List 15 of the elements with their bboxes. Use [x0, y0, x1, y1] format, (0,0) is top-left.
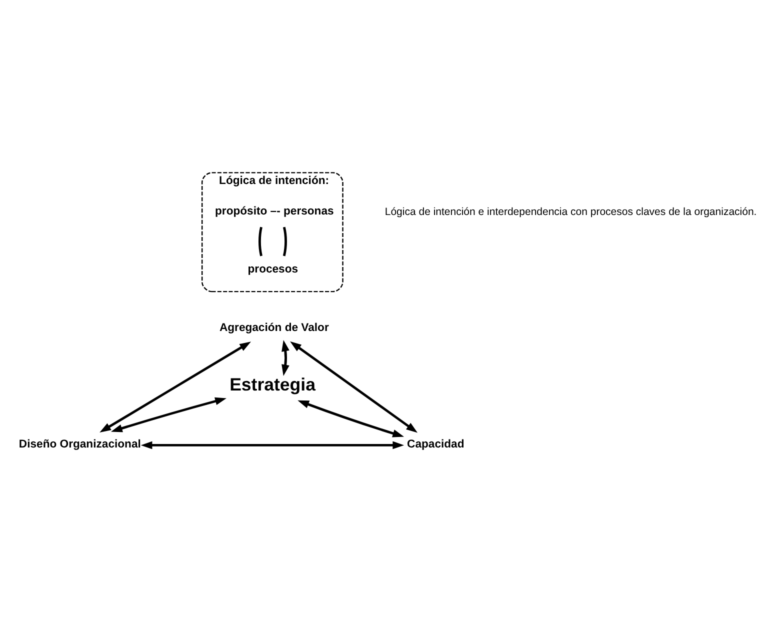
- node-text: Diseño Organizacional: [18, 438, 141, 450]
- node-text: propósito –- personas: [215, 205, 334, 218]
- node-text: Capacidad: [407, 438, 464, 450]
- arrow: [290, 340, 418, 432]
- connector: [258, 226, 262, 256]
- arrow: [110, 396, 226, 432]
- node-text: Agregación de Valor: [219, 321, 329, 334]
- node-text: procesos: [248, 263, 298, 276]
- arrow: [140, 440, 404, 449]
- node-text: Estrategia: [230, 374, 316, 394]
- arrow: [100, 341, 251, 432]
- arrow: [298, 400, 404, 437]
- connector: [282, 226, 287, 256]
- arrow: [282, 339, 290, 376]
- label: Lógica de intención e interdependencia con procesos claves de la organización.: [384, 206, 757, 218]
